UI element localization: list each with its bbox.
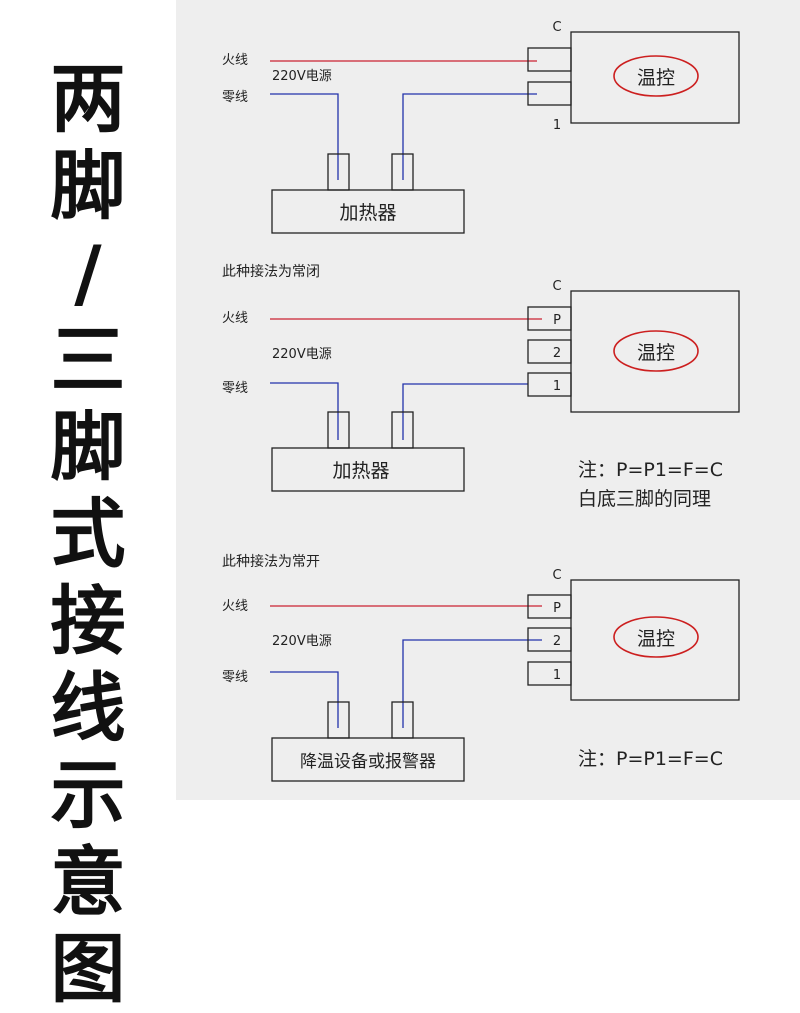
terminal-c-label: C — [552, 279, 561, 294]
terminal-2 — [527, 339, 572, 364]
neutral-wire-label: 零线 — [222, 670, 248, 685]
thermostat-ellipse — [613, 330, 699, 372]
diagram-panel — [176, 0, 800, 800]
title-char: 式 — [50, 490, 126, 578]
wiring-diagram: 火线 220V电源 零线 加热器 C 1 温控 此种接法为常闭 火线 220V电… — [222, 20, 740, 782]
terminal-1-label: 1 — [553, 118, 561, 133]
neutral-wire-label: 零线 — [222, 381, 248, 396]
power-label: 220V电源 — [272, 347, 332, 362]
title-char: 三 — [50, 316, 126, 404]
thermostat-box — [570, 31, 740, 124]
title-strip: 两 脚 / 三 脚 式 接 线 示 意 图 — [0, 0, 176, 1013]
terminal-c-label: C — [552, 568, 561, 583]
nc-note-line2: 白底三脚的同理 — [578, 488, 711, 510]
heater-label: 加热器 — [339, 202, 396, 224]
live-wire-label: 火线 — [222, 599, 248, 614]
title-char: 线 — [50, 664, 126, 752]
thermostat-label: 温控 — [637, 628, 675, 650]
thermostat-label: 温控 — [637, 342, 675, 364]
thermostat-label: 温控 — [637, 67, 675, 89]
terminal-1-label: 1 — [553, 379, 561, 394]
power-label: 220V电源 — [272, 69, 332, 84]
terminal-p-label: P — [553, 313, 561, 328]
terminal-1 — [527, 661, 572, 686]
thermostat-ellipse — [613, 55, 699, 97]
no-note-line1: 注：P=P1=F=C — [578, 748, 723, 770]
title-char: 接 — [50, 577, 126, 665]
heater-return-wire — [402, 93, 537, 180]
neutral-wire — [270, 382, 339, 440]
thermostat-ellipse — [613, 616, 699, 658]
heater-box — [271, 447, 465, 492]
heater-label: 加热器 — [332, 460, 389, 482]
heater-box — [271, 189, 465, 234]
live-wire-label: 火线 — [222, 53, 248, 68]
terminal-1 — [527, 372, 572, 397]
nc-caption: 此种接法为常闭 — [222, 263, 320, 280]
heater-return-wire — [402, 383, 528, 440]
no-caption: 此种接法为常开 — [222, 553, 320, 570]
title-char: 两 — [50, 55, 126, 143]
terminal-p-label: P — [553, 601, 561, 616]
title-char: 图 — [50, 925, 126, 1013]
power-label: 220V电源 — [272, 634, 332, 649]
thermostat-box — [570, 290, 740, 413]
title-char: 脚 — [50, 403, 126, 491]
live-wire-label: 火线 — [222, 311, 248, 326]
section-three-pin-no: 此种接法为常开 火线 220V电源 零线 降温设备或报警器 C P 2 1 温控… — [222, 553, 740, 782]
terminal-c-label: C — [552, 20, 561, 35]
neutral-wire-label: 零线 — [222, 90, 248, 105]
title-char: / — [74, 229, 102, 317]
terminal-2-label: 2 — [553, 634, 561, 649]
thermostat-box — [570, 579, 740, 701]
nc-note-line1: 注：P=P1=F=C — [578, 459, 723, 481]
neutral-wire — [270, 93, 339, 180]
device-label: 降温设备或报警器 — [300, 752, 436, 772]
title-char: 脚 — [50, 142, 126, 230]
device-return-wire — [402, 639, 542, 728]
title-char: 意 — [50, 838, 126, 926]
terminal-top — [527, 47, 572, 72]
neutral-wire — [270, 671, 339, 728]
section-two-pin: 火线 220V电源 零线 加热器 C 1 温控 — [222, 20, 740, 234]
terminal-2-label: 2 — [553, 346, 561, 361]
device-box — [271, 737, 465, 782]
section-three-pin-nc: 此种接法为常闭 火线 220V电源 零线 加热器 C P 2 1 温控 注：P=… — [222, 263, 740, 510]
terminal-1-label: 1 — [553, 668, 561, 683]
